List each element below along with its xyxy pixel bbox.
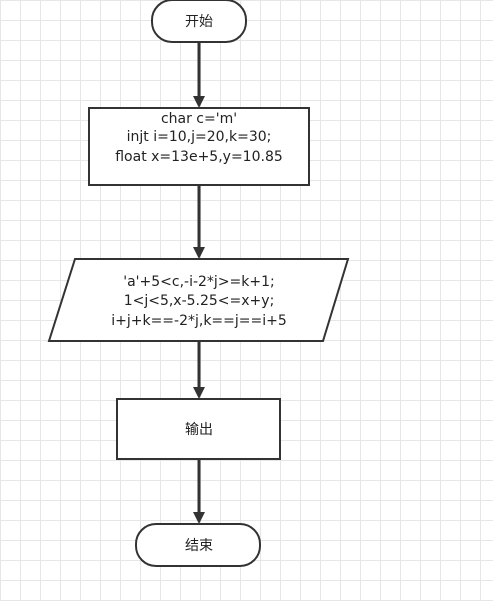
- start-node[interactable]: 开始: [151, 0, 247, 43]
- arrowhead-end: [193, 512, 205, 524]
- init-line-1: char c='m': [161, 111, 237, 127]
- end-node[interactable]: 结束: [135, 523, 261, 567]
- output-process-shape: [116, 398, 281, 460]
- arrowhead-init: [193, 96, 205, 108]
- expr-io-node[interactable]: 'a'+5<c,-i-2*j>=k+1; 1<j<5,x-5.25<=x+y; …: [47, 258, 350, 342]
- end-terminal-shape: [135, 523, 261, 567]
- init-line-2: injt i=10,j=20,k=30;: [127, 129, 272, 145]
- output-process-node[interactable]: 输出: [116, 398, 281, 460]
- arrowhead-output: [193, 387, 205, 399]
- start-label: 开始: [185, 14, 213, 30]
- init-process-node[interactable]: char c='m' injt i=10,j=20,k=30; float x=…: [88, 107, 310, 186]
- init-process-shape: [88, 107, 310, 186]
- expr-line-2: 1<j<5,x-5.25<=x+y;: [124, 293, 275, 309]
- init-line-3: float x=13e+5,y=10.85: [115, 149, 283, 165]
- output-label: 输出: [185, 422, 213, 438]
- end-label: 结束: [185, 538, 213, 554]
- expr-line-1: 'a'+5<c,-i-2*j>=k+1;: [123, 274, 275, 290]
- expr-parallelogram-shape: [47, 258, 350, 342]
- start-terminal-shape: [151, 0, 247, 43]
- expr-line-3: i+j+k==-2*j,k==j==i+5: [111, 313, 287, 329]
- arrowhead-expr: [193, 247, 205, 259]
- connectors: [193, 42, 205, 524]
